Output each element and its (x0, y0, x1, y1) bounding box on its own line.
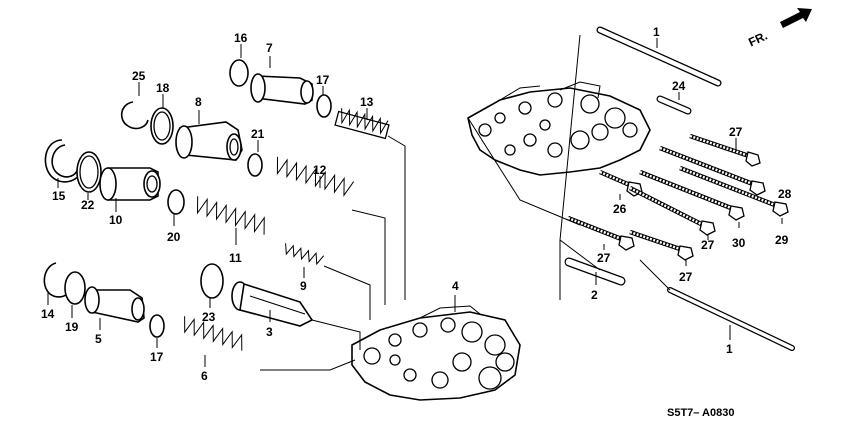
callout-22: 22 (81, 198, 95, 212)
pin-short-2 (564, 257, 626, 286)
callout-19: 19 (65, 320, 79, 334)
callout-16: 16 (234, 31, 248, 45)
lower-leader-lines (260, 135, 406, 371)
o-ring-23 (200, 263, 224, 299)
sleeve-10 (99, 167, 161, 201)
callout-4: 4 (452, 279, 459, 293)
snap-ring-15 (44, 139, 83, 183)
spring-11 (196, 196, 265, 235)
callout-28: 28 (778, 187, 792, 201)
sleeve-5 (84, 286, 145, 323)
callout-7: 7 (266, 41, 273, 55)
callout-8: 8 (195, 95, 202, 109)
callout-30: 30 (732, 236, 746, 250)
valve-3 (231, 281, 314, 327)
bolt-27-mid (628, 185, 716, 236)
o-ring-16 (229, 59, 249, 87)
o-ring-17-upper (316, 94, 332, 118)
callout-2: 2 (591, 288, 598, 302)
callout-17-lower: 17 (150, 350, 164, 364)
callout-1-top: 1 (653, 25, 660, 39)
direction-label: FR. (746, 29, 769, 50)
sleeve-7 (250, 73, 314, 105)
bolt-29 (679, 165, 789, 217)
o-ring-17-lower (149, 314, 165, 338)
o-ring-21 (247, 153, 263, 177)
bolt-27-bottom (629, 229, 694, 261)
upper-leader-lines (467, 34, 671, 300)
callout-27-bottom: 27 (679, 270, 693, 284)
callout-11: 11 (229, 251, 242, 265)
callout-25: 25 (132, 69, 146, 83)
callout-18: 18 (156, 81, 170, 95)
spring-6 (184, 316, 243, 351)
callout-24: 24 (672, 79, 686, 93)
valve-body-lower (351, 305, 521, 401)
spring-9 (285, 243, 325, 266)
front-direction-arrow (780, 8, 812, 28)
callout-9: 9 (300, 279, 307, 293)
callout-20: 20 (167, 230, 181, 244)
pin-long-top (596, 26, 722, 87)
spring-13 (334, 108, 390, 140)
callout-17-upper: 17 (316, 73, 330, 87)
callout-29: 29 (775, 233, 789, 247)
o-ring-19 (64, 271, 86, 305)
callout-15: 15 (52, 189, 66, 203)
callout-1-bottom: 1 (726, 342, 733, 356)
bolt-28 (659, 145, 766, 196)
catalog-code: S5T7– A0830 (667, 407, 734, 419)
callout-26: 26 (613, 202, 627, 216)
callout-23: 23 (202, 310, 216, 324)
snap-ring-25 (120, 101, 149, 130)
bolt-27-upper (689, 133, 761, 167)
callout-27-upper: 27 (729, 125, 743, 139)
callout-6: 6 (201, 369, 208, 383)
pin-long-bottom (667, 287, 795, 351)
spring-12 (276, 156, 355, 197)
callout-14: 14 (41, 307, 55, 321)
callout-5: 5 (95, 332, 102, 346)
valve-body-upper (467, 81, 651, 176)
callout-21: 21 (251, 127, 265, 141)
callout-labels: 1 1 2 3 4 5 6 7 8 9 10 11 12 13 14 15 16… (41, 25, 792, 383)
callout-12: 12 (313, 163, 327, 177)
bolt-30 (639, 169, 745, 221)
bolt-27-lower (567, 215, 635, 251)
callout-27-lower: 27 (597, 251, 611, 265)
callout-13: 13 (360, 95, 374, 109)
callout-10: 10 (109, 213, 123, 227)
sleeve-8 (175, 121, 243, 161)
o-ring-20 (167, 189, 185, 215)
callout-27-mid: 27 (701, 238, 715, 252)
pin-short-24 (656, 95, 692, 115)
callout-3: 3 (266, 325, 273, 339)
